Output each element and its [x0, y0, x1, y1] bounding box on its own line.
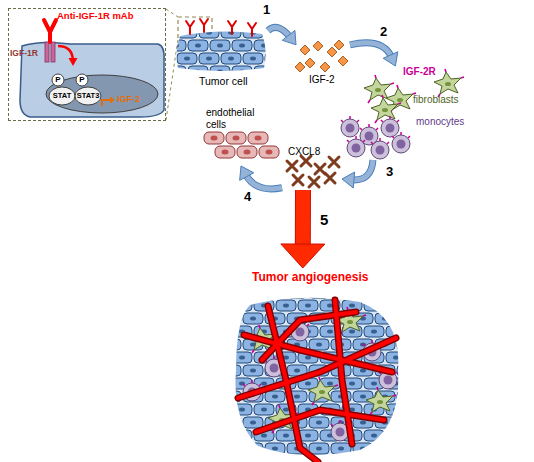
stromal-cell-group: IGF-2R fibroblasts monocytes [336, 66, 468, 160]
arrow-head [281, 244, 325, 268]
node-label: P [76, 74, 88, 86]
endothelial-group: endothelial cells [200, 106, 282, 166]
flow-arrow [342, 160, 373, 188]
step-number: 2 [380, 25, 387, 38]
node-label: IGF-2R [403, 66, 453, 78]
node-label: Tumor cell [199, 75, 269, 87]
igf2-group: IGF-2 [296, 40, 350, 88]
node-label: fibroblasts [413, 94, 468, 106]
arrow-shaft [350, 43, 392, 57]
node-label: P [52, 74, 64, 86]
arrow-outline [268, 27, 290, 37]
node-label: Anti-IGF-1R mAb [57, 11, 161, 22]
receptor-antibody [44, 20, 78, 66]
arrow-outline [350, 43, 392, 57]
arrow-shaft [352, 160, 373, 180]
node-label: STAT3 [74, 90, 102, 102]
inset-cell [20, 42, 164, 117]
step-number: 5 [320, 212, 328, 227]
arrow-shaft [268, 27, 290, 37]
node-label: CXCL8 [288, 146, 338, 158]
flow-arrow [350, 43, 398, 66]
arrow-outline [295, 190, 311, 249]
arrow-shaft [296, 190, 310, 249]
igf2-molecules [295, 40, 348, 72]
arrow-head [383, 52, 398, 66]
node-label: endothelial cells [206, 107, 270, 130]
arrow-outline [246, 174, 282, 188]
node-label: IGF-2 [309, 74, 349, 86]
cxcl8-group: CXCL8 [282, 146, 342, 190]
flow-arrow [281, 190, 325, 268]
arrow-outline [352, 160, 373, 180]
step-number: 4 [244, 190, 251, 203]
step-number: 3 [386, 165, 393, 178]
endothelial-cells [204, 132, 279, 158]
node-label: monocytes [416, 116, 468, 128]
arrow-head [240, 166, 254, 180]
node-label: STAT [48, 90, 76, 102]
arrow-shaft [246, 174, 282, 188]
inset-box: Anti-IGF-1R mAbIGF-1RPPSTATSTAT3IGF-2 [8, 8, 166, 121]
flow-arrow [268, 27, 296, 44]
tumor-cell-inset: PPSTATSTAT3IGF-2 [19, 41, 165, 118]
arrow-head [282, 30, 296, 44]
node-label: IGF-1R [10, 49, 45, 59]
monocytes [341, 116, 410, 159]
tumor-cell-group: Tumor cell [172, 24, 268, 90]
step-number: 1 [263, 3, 270, 16]
angiogenesis-group: Tumor angiogenesis [228, 268, 406, 462]
cxcl8-molecules [287, 156, 339, 187]
vascularized-tumor [230, 290, 405, 462]
node-label: IGF-2 [117, 94, 157, 104]
tumor-cells [170, 19, 270, 76]
arrow-head [342, 172, 355, 188]
node-label: Tumor angiogenesis [252, 271, 402, 285]
flow-arrow [240, 166, 282, 189]
